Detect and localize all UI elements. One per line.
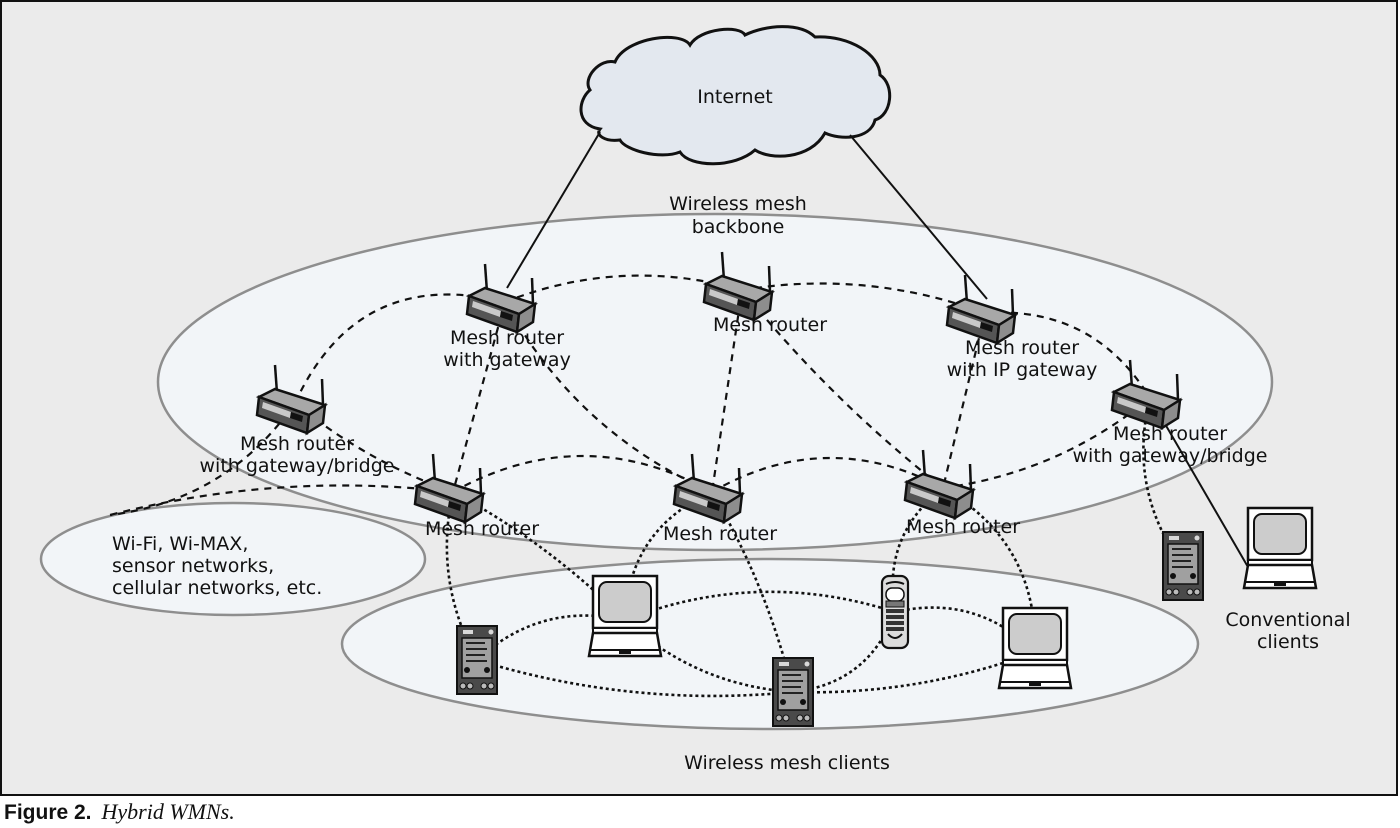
- router-label-r3-line1: Mesh router: [965, 337, 1079, 359]
- pda-icon: [772, 657, 814, 727]
- figure-number: Figure 2.: [4, 801, 92, 824]
- backbone-label-line2: backbone: [692, 216, 785, 238]
- wired-link-internet-r3: [849, 134, 988, 300]
- mesh-link-r6-r7: [452, 455, 713, 493]
- router-label-r7-line1: Mesh router: [663, 523, 777, 545]
- conventional-clients-label-line2: clients: [1257, 631, 1319, 653]
- router-label-r8-line1: Mesh router: [906, 516, 1020, 538]
- client-link-c1-c3: [476, 658, 794, 698]
- laptop-icon: [1242, 506, 1318, 590]
- backbone-zone: [156, 212, 1274, 552]
- router-label-r5-line2: with gateway/bridge: [1073, 445, 1268, 467]
- backbone-label-line1: Wireless mesh: [669, 193, 807, 215]
- clients-zone-label: Wireless mesh clients: [684, 752, 890, 774]
- mesh-link-r3-r8: [941, 312, 987, 489]
- mesh-link-r1-r6: [451, 301, 507, 493]
- client-link-c3-c5: [792, 650, 1036, 694]
- mesh-link-r1-r7: [504, 301, 713, 494]
- wired-link-internet-r1: [506, 131, 601, 289]
- other-networks-line2: sensor networks,: [112, 555, 274, 577]
- router-label-r6-line1: Mesh router: [425, 518, 539, 540]
- mesh-link-r3-r5: [984, 311, 1151, 399]
- internet-cloud: [579, 25, 892, 166]
- mesh-link-r2-r3: [741, 282, 986, 315]
- other-networks-line1: Wi-Fi, Wi-MAX,: [112, 533, 248, 555]
- laptop-icon: [997, 606, 1073, 690]
- router-label-r3-line2: with IP gateway: [947, 359, 1098, 381]
- router-label-r4-line2: with gateway/bridge: [200, 455, 395, 477]
- mesh-link-r7-r8: [711, 456, 944, 493]
- mesh-link-r6-other_networks: [109, 484, 454, 517]
- pda-icon: [456, 625, 498, 695]
- router-label-r4-line1: Mesh router: [240, 433, 354, 455]
- conventional-clients-label-line1: Conventional: [1225, 609, 1350, 631]
- other-networks-zone: [39, 501, 427, 617]
- pda-icon: [1162, 531, 1204, 601]
- router-label-r1-line2: with gateway: [443, 349, 571, 371]
- mesh-link-r4-other_networks: [109, 402, 296, 517]
- client-link-c2-c4: [624, 590, 896, 622]
- other-networks-line3: cellular networks, etc.: [112, 577, 322, 599]
- figure-caption-text: Hybrid WMNs.: [101, 799, 235, 824]
- internet-label: Internet: [697, 86, 772, 108]
- cell-phone-icon: [880, 574, 910, 650]
- router-label-r1-line1: Mesh router: [450, 327, 564, 349]
- clients-zone: [340, 557, 1200, 731]
- laptop-icon: [587, 574, 663, 658]
- router-label-r2-line1: Mesh router: [713, 314, 827, 336]
- client-link-c2-c3: [624, 619, 794, 694]
- figure-caption: Figure 2. Hybrid WMNs.: [4, 799, 235, 824]
- router-label-r5-line1: Mesh router: [1113, 423, 1227, 445]
